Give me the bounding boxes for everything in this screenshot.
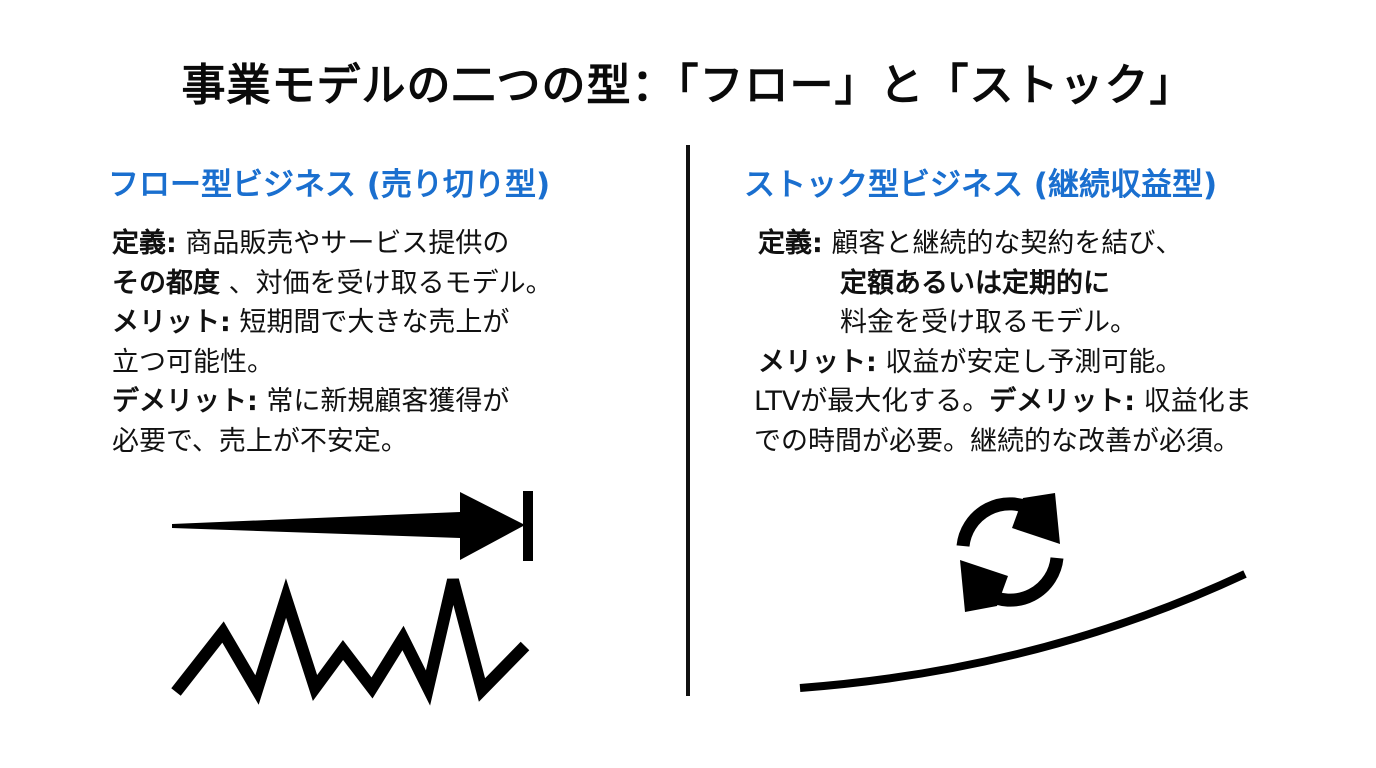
definition-text: 商品販売やサービス提供の [176,228,510,259]
stock-definition-line-3: 料金を受け取るモデル。 [840,307,1137,338]
flow-merit-line-2: 立つ可能性。 [112,343,553,383]
flow-demerit-line-2: 必要で、売上が不安定。 [112,422,553,462]
flow-merit-line-1: メリット: 短期間で大きな売上が [112,303,553,343]
merit-text: 立つ可能性。 [112,346,274,378]
ltv-text: LTVが最大化する。 [754,386,990,417]
page-title: 事業モデルの二つの型：「フロー」と「ストック」 [181,60,1195,111]
label-demerit: デメリット: [989,386,1136,417]
emphasis-each-time: その都度 [112,267,220,299]
flow-definition-line-1: 定義: 商品販売やサービス提供の [112,224,553,264]
demerit-text: 必要で、売上が不安定。 [112,425,408,457]
definition-text: 顧客と継続的な契約を結び、 [822,228,1183,259]
stock-business-description: 定義: 顧客と継続的な契約を結び、 定額あるいは定期的に 料金を受け取るモデル。… [754,224,1252,461]
flow-definition-line-2: その都度 、対価を受け取るモデル。 [112,264,553,304]
label-merit: メリット: [758,346,877,378]
stock-demerit-line-2: での時間が必要。継続的な改善が必須。 [754,425,1240,457]
stock-business-heading: ストック型ビジネス (継続収益型) [744,167,1218,203]
demerit-text: 収益化ま [1135,386,1252,417]
demerit-text: 常に新規顧客獲得が [257,386,510,417]
merit-text: 収益が安定し予測可能。 [876,346,1183,378]
stock-ltv-demerit-line: LTVが最大化する。デメリット: 収益化ま [754,382,1252,422]
cycle-arrows-icon [956,493,1064,612]
label-definition: 定義: [112,228,177,259]
flow-business-description: 定義: 商品販売やサービス提供の その都度 、対価を受け取るモデル。 メリット:… [112,224,553,461]
merit-text: 短期間で大きな売上が [230,307,510,338]
zigzag-volatile-line-icon [171,578,530,706]
label-demerit: デメリット: [112,386,258,417]
definition-text: 、対価を受け取るモデル。 [220,267,553,299]
label-merit: メリット: [112,307,231,338]
stock-definition-line-1: 定義: 顧客と継続的な契約を結び、 [758,224,1252,264]
flow-demerit-line-1: デメリット: 常に新規顧客獲得が [112,382,553,422]
label-definition: 定義: [758,228,823,259]
rising-curve-icon [799,570,1247,692]
stock-definition-line-2: 定額あるいは定期的に [840,267,1110,299]
column-divider [686,145,690,696]
one-way-arrow-icon [172,491,533,561]
flow-business-heading: フロー型ビジネス (売り切り型) [108,167,551,203]
stock-merit-line: メリット: 収益が安定し予測可能。 [758,343,1252,383]
